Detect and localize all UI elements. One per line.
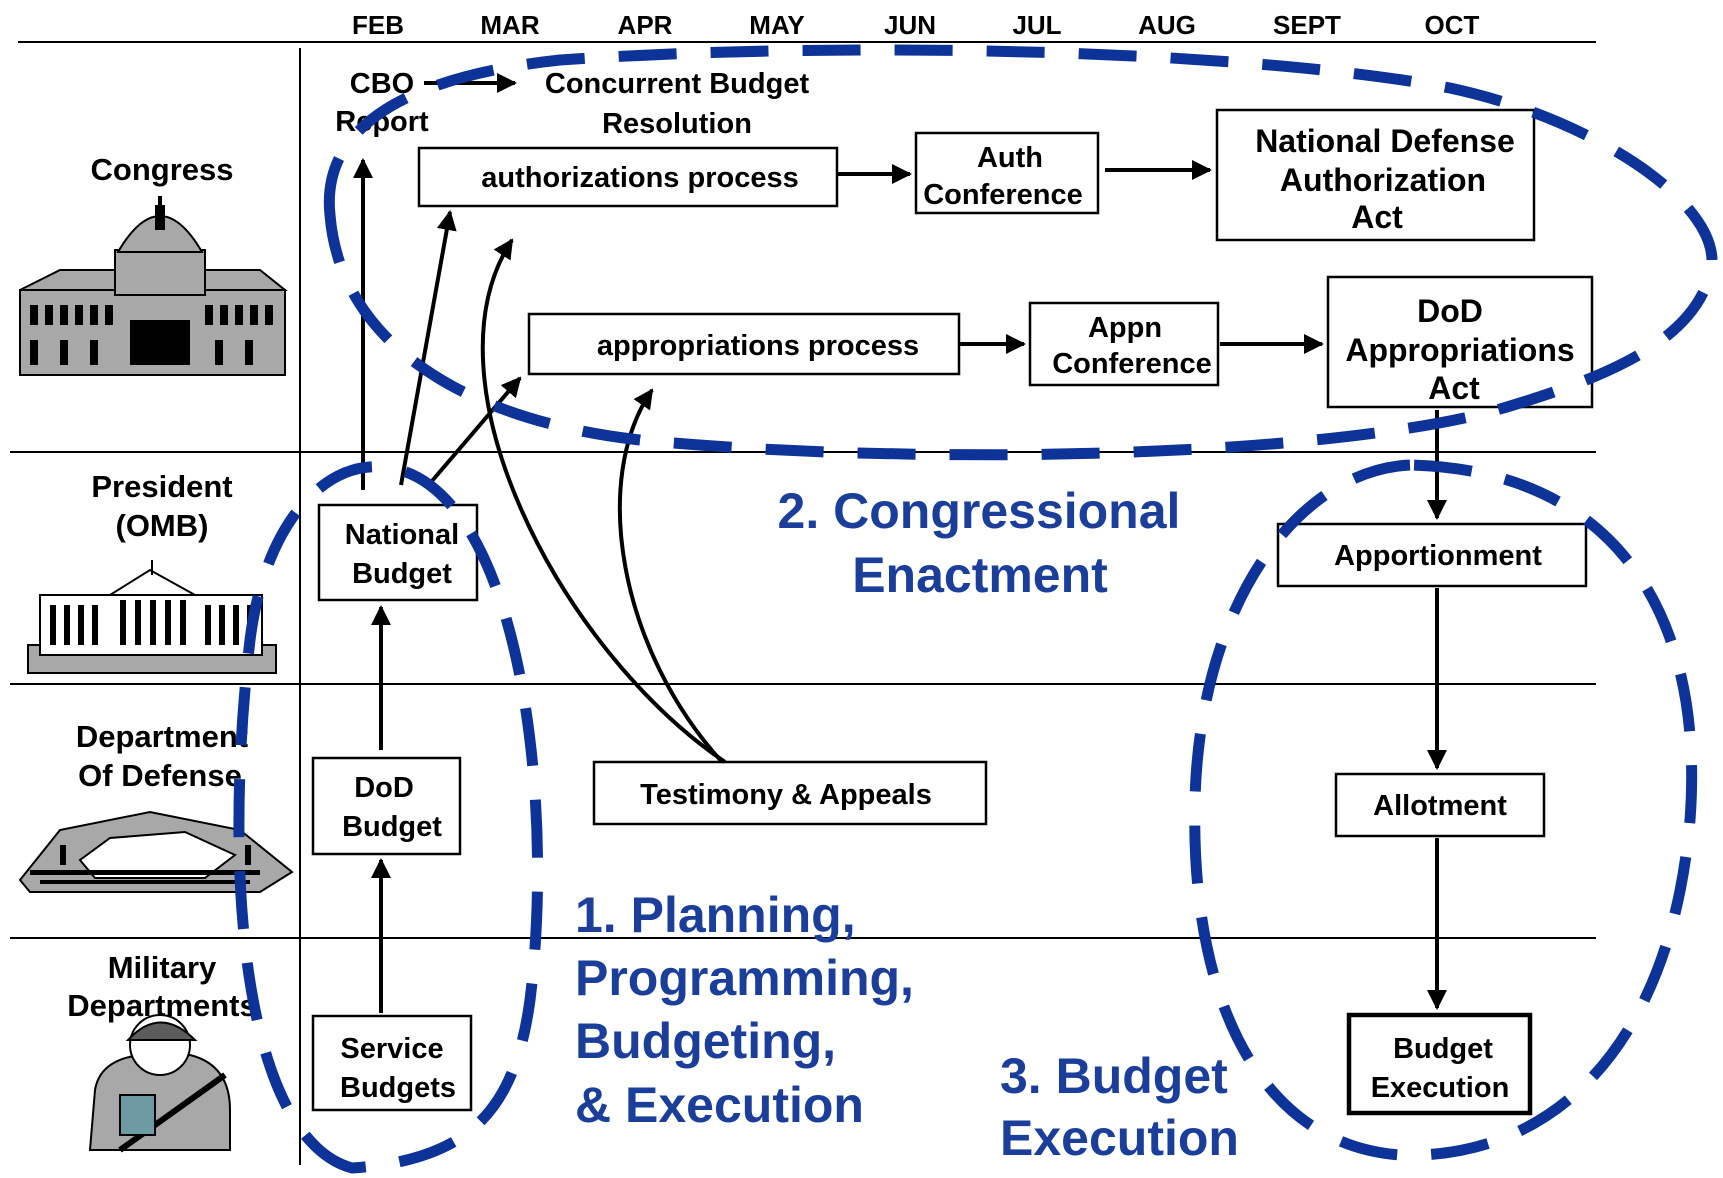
phase-2-label-line2: Enactment xyxy=(852,547,1108,603)
lane-label-congress: Congress xyxy=(91,152,234,187)
soldier-icon xyxy=(88,1014,231,1153)
month-label: MAR xyxy=(480,10,539,40)
month-label: AUG xyxy=(1138,10,1196,40)
arrow-national-to-approp xyxy=(424,376,522,490)
apportionment-box: Apportionment xyxy=(1276,522,1588,588)
authorizations-process-label: authorizations process xyxy=(481,162,798,194)
flow-arrows xyxy=(353,73,1447,1013)
dod-budget-label: DoD xyxy=(354,772,414,804)
capitol-building-icon xyxy=(19,196,288,376)
testimony-appeals-box: Testimony & Appeals xyxy=(592,760,988,826)
lane-labels: Congress President (OMB) Department Of D… xyxy=(67,152,257,1023)
dod-appropriations-label-line3: Act xyxy=(1428,370,1480,406)
dod-budget-label-line2: Budget xyxy=(342,811,442,843)
lane-label-president-omb: (OMB) xyxy=(116,508,209,543)
arrow-national-to-auth xyxy=(399,210,457,486)
ndaa-label: National Defense xyxy=(1255,123,1515,159)
service-budgets-box: Service Budgets xyxy=(311,1014,473,1112)
budget-execution-box: Budget Execution xyxy=(1346,1012,1533,1116)
flow-boxes: CBO Report Concurrent Budget Resolution … xyxy=(311,68,1594,1116)
authorizations-process-box: authorizations process xyxy=(417,146,839,208)
phase-2-label: 2. Congressional xyxy=(778,483,1181,539)
auth-conference-box: Auth Conference xyxy=(914,131,1100,215)
month-label: JUN xyxy=(884,10,936,40)
month-label: FEB xyxy=(352,10,404,40)
national-budget-label-line2: Budget xyxy=(352,558,452,590)
appn-conference-label: Appn xyxy=(1088,312,1162,344)
phase-3-label: 3. Budget xyxy=(1000,1048,1228,1104)
budget-execution-label: Budget xyxy=(1393,1033,1493,1065)
phase-1-label-line2: Programming, xyxy=(575,950,914,1006)
national-budget-box: National Budget xyxy=(317,503,479,602)
testimony-appeals-label: Testimony & Appeals xyxy=(640,779,932,811)
appropriations-process-box: appropriations process xyxy=(527,312,961,376)
concurrent-budget-label: Concurrent Budget xyxy=(545,68,810,100)
phase-1-label-line4: & Execution xyxy=(575,1077,864,1133)
auth-conference-label-line2: Conference xyxy=(923,179,1083,211)
lane-label-dod: Department xyxy=(76,719,248,754)
phase-outlines xyxy=(233,44,1718,1174)
phase-2-outline xyxy=(323,44,1718,461)
lane-label-dod-line2: Of Defense xyxy=(78,758,242,793)
dod-appropriations-label-line2: Appropriations xyxy=(1345,332,1574,368)
month-label: SEPT xyxy=(1273,10,1341,40)
lane-label-president: President xyxy=(91,469,232,504)
appn-conference-box: Appn Conference xyxy=(1028,301,1220,387)
month-label: OCT xyxy=(1425,10,1480,40)
allotment-label: Allotment xyxy=(1373,790,1507,822)
concurrent-budget-label-line2: Resolution xyxy=(602,108,752,140)
apportionment-label: Apportionment xyxy=(1334,540,1542,572)
phase-1-label: 1. Planning, xyxy=(575,887,856,943)
allotment-box: Allotment xyxy=(1334,772,1546,838)
dod-appropriations-label: DoD xyxy=(1417,293,1483,329)
appropriations-process-label: appropriations process xyxy=(597,330,919,362)
dod-appropriations-box: DoD Appropriations Act xyxy=(1326,275,1594,409)
ndaa-label-line3: Act xyxy=(1351,199,1403,235)
ndaa-box: National Defense Authorization Act xyxy=(1215,108,1536,242)
month-label: JUL xyxy=(1012,10,1061,40)
auth-conference-label: Auth xyxy=(977,142,1043,174)
month-header: FEB MAR APR MAY JUN JUL AUG SEPT OCT xyxy=(352,10,1480,40)
service-budgets-label-line2: Budgets xyxy=(340,1072,456,1104)
phase-3-label-line2: Execution xyxy=(1000,1110,1239,1166)
national-budget-label: National xyxy=(345,519,459,551)
arrow-testimony-to-auth xyxy=(480,238,727,764)
month-label: APR xyxy=(618,10,673,40)
phase-3-outline xyxy=(1189,459,1698,1161)
month-label: MAY xyxy=(749,10,804,40)
phase-1-label-line3: Budgeting, xyxy=(575,1013,836,1069)
appn-conference-label-line2: Conference xyxy=(1052,348,1212,380)
budget-execution-label-line2: Execution xyxy=(1371,1072,1510,1104)
arrow-testimony-to-approp xyxy=(617,388,724,764)
lane-label-military: Military xyxy=(108,950,217,985)
white-house-icon xyxy=(27,560,277,674)
pentagon-icon xyxy=(18,810,294,893)
phase-labels: 1. Planning, Programming, Budgeting, & E… xyxy=(575,483,1239,1166)
ndaa-label-line2: Authorization xyxy=(1280,162,1486,198)
service-budgets-label: Service xyxy=(340,1033,443,1065)
dod-budget-box: DoD Budget xyxy=(311,756,462,856)
